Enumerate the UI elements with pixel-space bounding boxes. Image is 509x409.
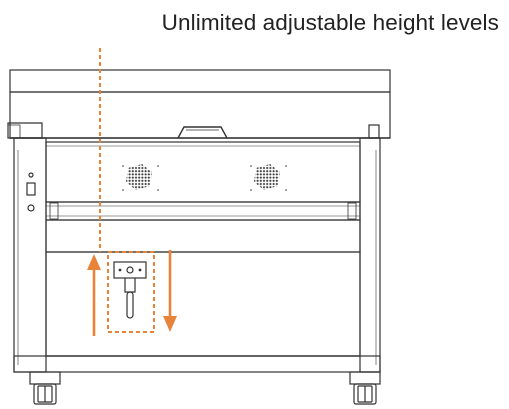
up-arrow-icon [87,254,101,336]
rail-band [45,201,361,221]
feature-caption: Unlimited adjustable height levels [161,10,499,35]
caster-wheel-icon [349,371,381,405]
caster-wheel-icon [29,371,61,405]
right-side-panel [359,137,381,373]
machine-base [13,355,381,373]
vent-grille-icon [126,164,152,190]
lid-body [9,91,391,139]
lower-cabinet [45,219,361,253]
height-adjust-assembly [113,261,147,319]
upper-front-panel [45,141,361,203]
highlight-box [107,251,155,333]
power-switch-icon [28,172,34,178]
lid-handle [177,126,228,139]
lid-button [368,124,380,139]
lid-top [9,69,391,93]
vent-grille-icon [254,164,280,190]
emergency-stop-icon [26,182,36,196]
down-arrow-icon [163,250,177,332]
